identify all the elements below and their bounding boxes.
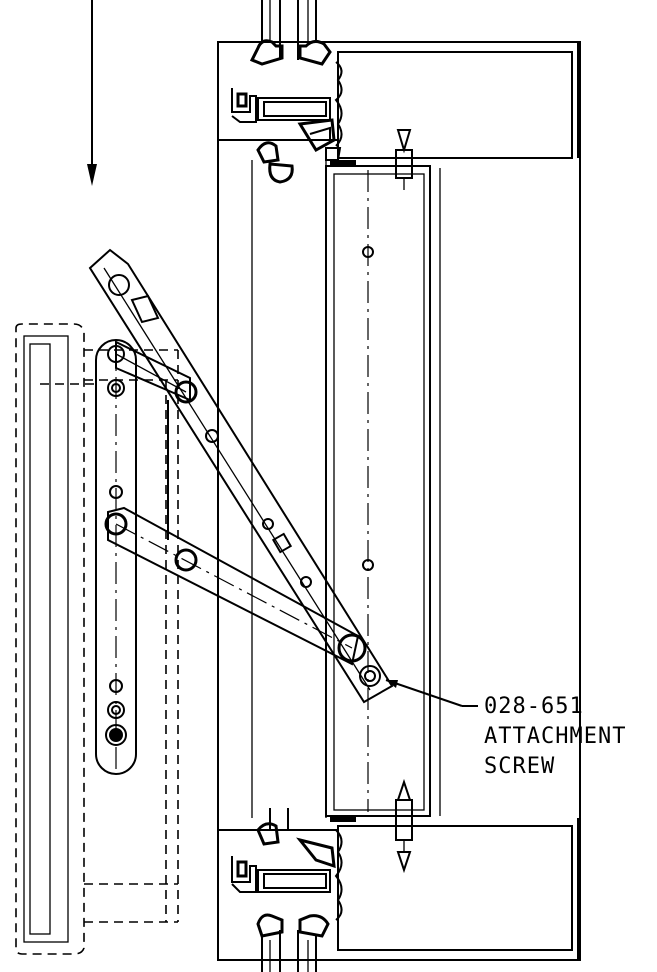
callout-part-number: 028-651 (484, 694, 584, 719)
window-sash (325, 129, 431, 874)
bottom-extrusion-profile (218, 808, 356, 938)
callout-label: 028-651 ATTACHMENT SCREW (484, 694, 626, 779)
direction-arrow (87, 0, 97, 186)
top-extrusion-profile (218, 39, 356, 184)
callout-line-1: ATTACHMENT (484, 724, 626, 749)
glazing-bottom (261, 930, 317, 972)
upper-link (115, 340, 198, 540)
hinge-track (95, 339, 137, 775)
callout-leader (385, 679, 478, 707)
sash-open-position-dashed (15, 323, 179, 955)
glazing-top (261, 0, 317, 60)
short-arm (104, 506, 367, 666)
callout-line-2: SCREW (484, 754, 555, 779)
